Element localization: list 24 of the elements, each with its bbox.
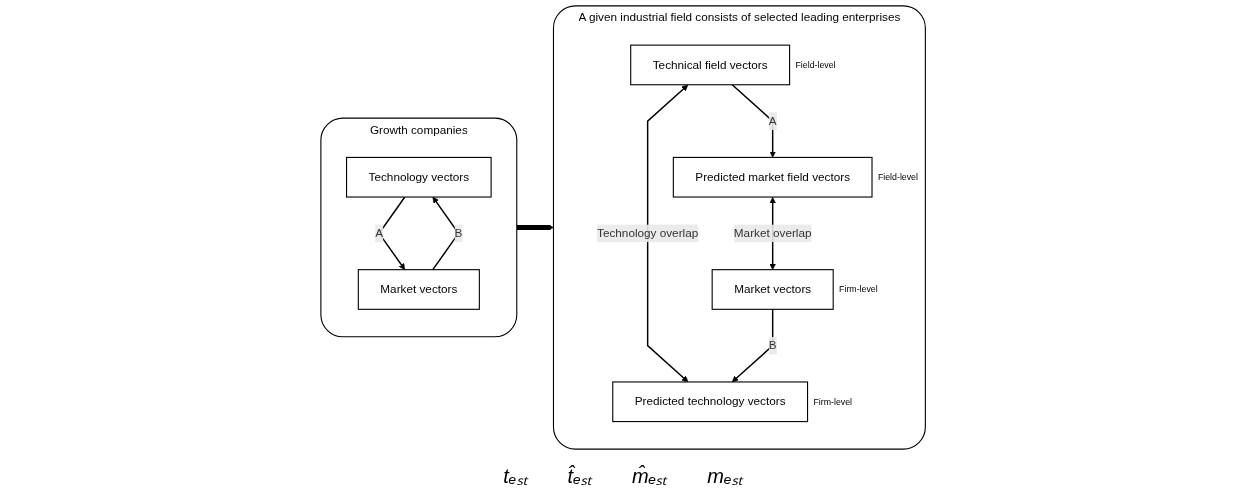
arrow xyxy=(516,224,554,231)
level-label: Firm-level xyxy=(838,284,878,295)
edge-label: A xyxy=(375,226,383,240)
math-label: t̂ₑₛₜ xyxy=(567,463,592,489)
node-box: Predicted market field vectors xyxy=(672,156,873,198)
edge-label: B xyxy=(768,339,777,352)
node-box: Market vectors xyxy=(711,269,834,310)
arrow xyxy=(731,308,774,383)
math-label: m̂ₑₛₜ xyxy=(631,463,668,489)
edge-label: A xyxy=(768,114,777,127)
level-label: Field-level xyxy=(877,172,918,183)
level-label: Firm-level xyxy=(813,396,852,407)
node-box: Predicted technology vectors xyxy=(612,381,808,423)
node-box: Market vectors xyxy=(357,269,480,310)
edge-label: B xyxy=(454,226,463,240)
node-box: Technology vectors xyxy=(345,156,492,198)
node-box: Technical field vectors xyxy=(630,44,791,86)
arrow xyxy=(731,84,776,158)
math-label: mₑₛₜ xyxy=(707,463,743,489)
arrow xyxy=(646,84,689,383)
math-label: tₑₛₜ xyxy=(503,463,528,489)
edge-label: Market overlap xyxy=(733,226,812,240)
level-label: Field-level xyxy=(795,59,836,70)
edge-label: Technology overlap xyxy=(596,226,699,240)
